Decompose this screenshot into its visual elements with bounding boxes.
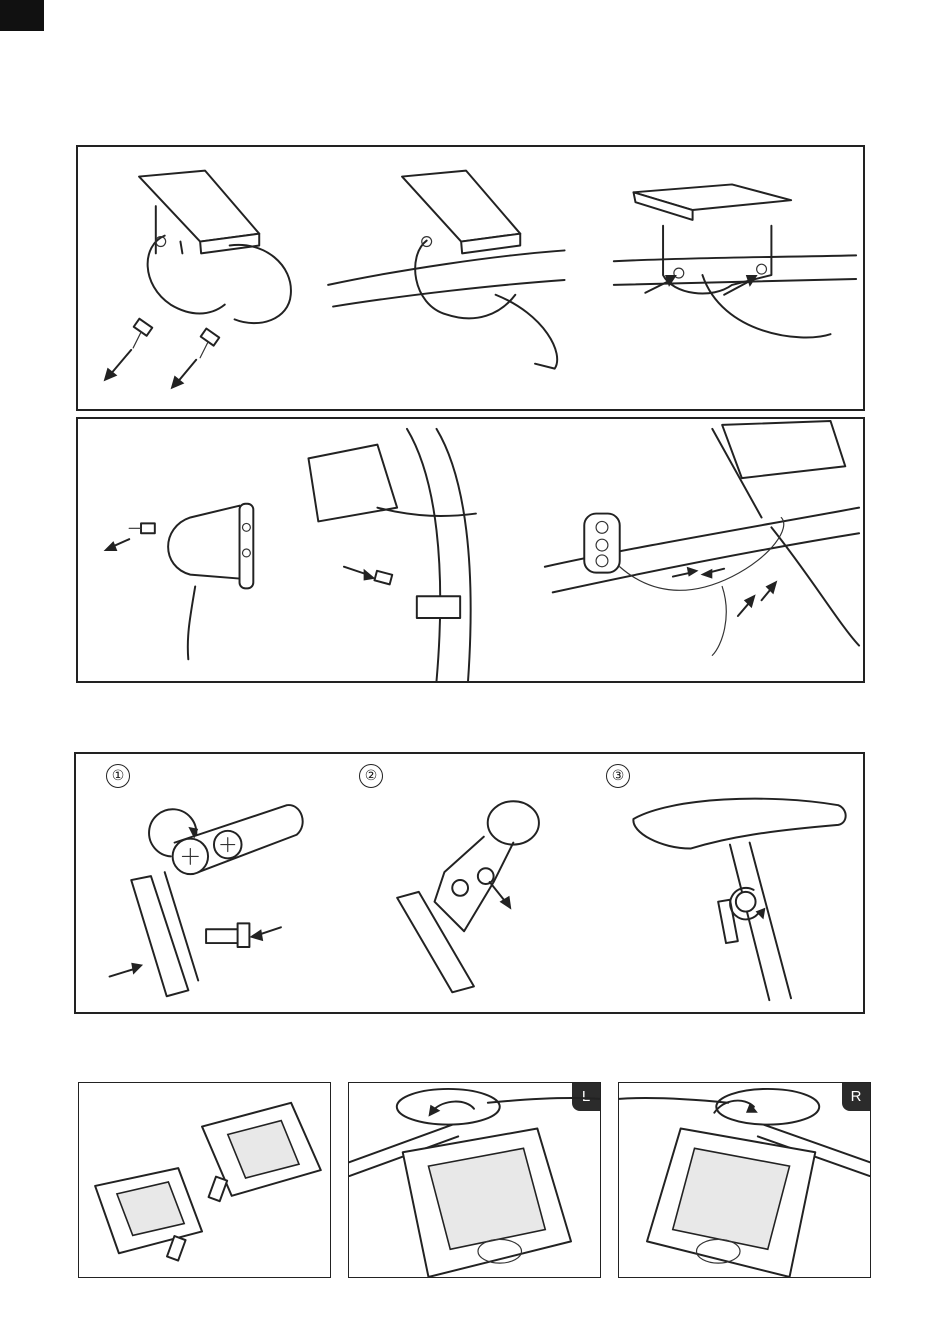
right-pedal-illustration xyxy=(619,1083,870,1277)
display-mount-panel xyxy=(76,145,865,411)
pedals-illustration xyxy=(79,1083,330,1277)
control-button-unit-icon xyxy=(168,504,253,660)
handlebar-icon xyxy=(328,250,564,368)
arrow-icon xyxy=(344,567,376,581)
display-unit-icon xyxy=(614,184,856,337)
pedal-icon xyxy=(202,1103,321,1201)
arrow-icon xyxy=(104,539,130,551)
pedal-icon xyxy=(403,1129,571,1277)
display-unit-icon xyxy=(139,171,291,324)
display-mount-illustration xyxy=(78,147,863,409)
pedal-icon xyxy=(647,1129,815,1277)
page-corner-tab xyxy=(0,0,44,31)
left-pedal-illustration xyxy=(349,1083,600,1277)
screw-icon xyxy=(133,319,219,358)
pedals-panel xyxy=(78,1082,331,1278)
arrow-icon xyxy=(490,882,512,910)
display-unit-icon xyxy=(308,429,475,681)
arrow-icon xyxy=(104,350,197,389)
reflector-panel: ① ② ③ xyxy=(74,752,865,1014)
control-unit-illustration xyxy=(78,419,863,681)
arrow-icon xyxy=(645,275,757,295)
right-pedal-panel: R xyxy=(618,1082,871,1278)
control-unit-panel xyxy=(76,417,865,683)
reflector-icon xyxy=(397,801,539,992)
reflector-icon xyxy=(131,805,302,996)
display-unit-icon xyxy=(402,171,520,319)
reflector-illustration xyxy=(76,754,863,1012)
control-button-unit-icon xyxy=(584,514,784,656)
saddle-icon xyxy=(633,799,845,1001)
screw-icon xyxy=(374,571,392,585)
screw-icon xyxy=(129,523,155,533)
pedal-icon xyxy=(95,1168,202,1260)
left-pedal-panel: L xyxy=(348,1082,601,1278)
arrow-icon xyxy=(673,567,777,616)
